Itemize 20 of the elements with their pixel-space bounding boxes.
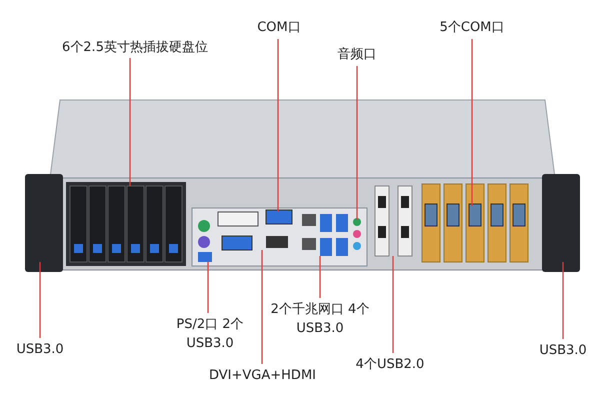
leader-line bbox=[392, 256, 394, 353]
callout-label: 4个USB2.0 bbox=[340, 355, 440, 374]
callout-label: USB3.0 bbox=[523, 341, 603, 360]
callout-label: USB3.0 bbox=[0, 340, 80, 359]
leader-line bbox=[471, 39, 473, 206]
callout-label: 音频口 bbox=[325, 45, 389, 64]
callout-label: COM口 bbox=[245, 18, 313, 37]
leader-line bbox=[207, 262, 209, 313]
leader-line bbox=[319, 256, 321, 298]
leader-line bbox=[277, 39, 279, 212]
callout-label: 5个COM口 bbox=[425, 18, 519, 37]
callout-label: PS/2口 2个USB3.0 bbox=[160, 315, 260, 353]
leader-line bbox=[562, 262, 564, 339]
callout-label: 6个2.5英寸热插拔硬盘位 bbox=[30, 38, 240, 57]
leader-line bbox=[261, 250, 263, 364]
callout-label: 2个千兆网口 4个USB3.0 bbox=[265, 300, 375, 338]
callout-label: DVI+VGA+HDMI bbox=[190, 366, 335, 385]
leader-line bbox=[356, 66, 358, 220]
leader-line bbox=[39, 262, 41, 338]
leader-line bbox=[129, 58, 131, 186]
